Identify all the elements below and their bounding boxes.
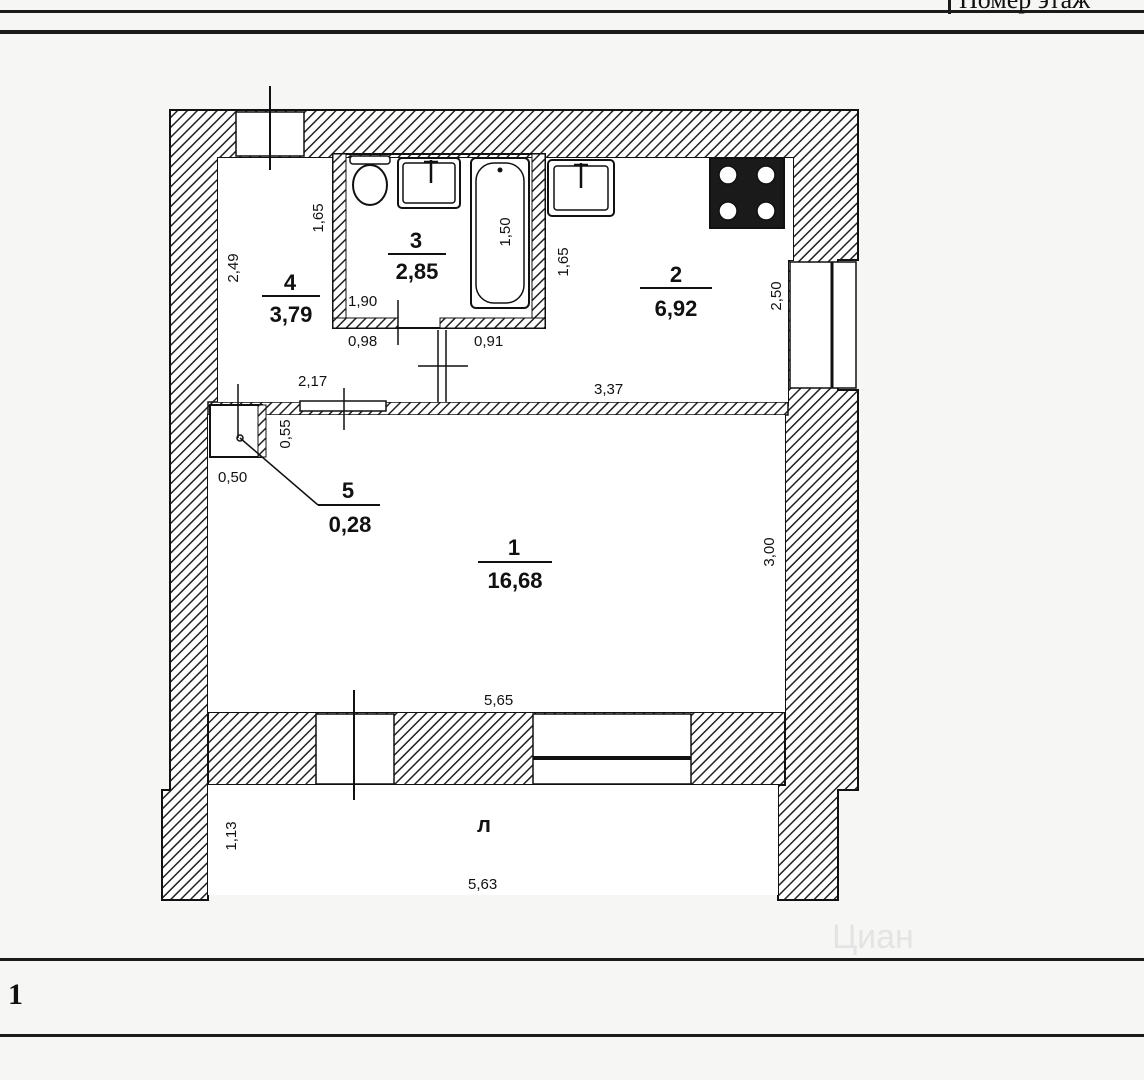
interior-partitions <box>209 153 546 506</box>
room-labels: 4 3,79 3 2,85 2 6,92 5 0,28 1 16,68 л <box>262 228 712 837</box>
dim-corridor: 2,17 <box>298 373 327 390</box>
dim-balcony-depth: 1,13 <box>223 821 240 850</box>
room-3-number: 3 <box>410 228 422 253</box>
dim-closet-depth: 0,55 <box>277 419 294 448</box>
kitchen-sink-icon <box>547 159 615 217</box>
toilet-icon <box>352 164 388 206</box>
kitchen-fixtures <box>547 157 785 229</box>
dimension-labels: 2,49 1,65 1,50 1,65 1,90 0,98 0,91 2,17 … <box>218 203 785 893</box>
dim-bath-door-left: 0,98 <box>348 333 377 350</box>
bathroom-fixtures <box>349 155 530 309</box>
dim-kitchen-width: 3,37 <box>594 381 623 398</box>
room-5-number: 5 <box>342 478 354 503</box>
stove-icon <box>709 157 785 229</box>
header-floor-label: Номер этаж <box>948 0 1144 14</box>
watermark-logo: Циан <box>832 918 914 956</box>
dim-main-width: 5,65 <box>484 692 513 709</box>
dim-bath-tub: 1,50 <box>497 217 514 246</box>
room-5-area: 0,28 <box>329 512 372 537</box>
dim-main-depth: 3,00 <box>761 537 778 566</box>
footer-rule-bottom <box>0 1034 1144 1037</box>
room-4-number: 4 <box>284 270 297 295</box>
dim-bath-door-right: 0,91 <box>474 333 503 350</box>
bathtub-icon <box>470 157 530 309</box>
dim-hall-width: 2,49 <box>225 253 242 282</box>
dim-balcony-width: 5,63 <box>468 876 497 893</box>
room-2-number: 2 <box>670 262 682 287</box>
room-2-area: 6,92 <box>655 296 698 321</box>
floor-number: 1 <box>8 978 23 1011</box>
dim-bath-side: 1,65 <box>555 247 572 276</box>
header-rule-bottom <box>0 30 1144 34</box>
bathroom-sink-icon <box>397 157 461 209</box>
room-4-area: 3,79 <box>270 302 313 327</box>
window-openings <box>235 86 857 800</box>
header-rule-top <box>0 10 1144 13</box>
toilet-tank-icon <box>349 155 391 165</box>
balcony-label: л <box>477 812 491 837</box>
dim-hall-depth: 1,65 <box>310 203 327 232</box>
dim-closet-width: 0,50 <box>218 469 247 486</box>
room-3-area: 2,85 <box>396 259 439 284</box>
room-1-number: 1 <box>508 535 520 560</box>
footer-rule-top <box>0 958 1144 961</box>
room-1-area: 16,68 <box>487 568 542 593</box>
dim-kitchen-depth: 2,50 <box>768 281 785 310</box>
dim-bath-height: 1,90 <box>348 293 377 310</box>
